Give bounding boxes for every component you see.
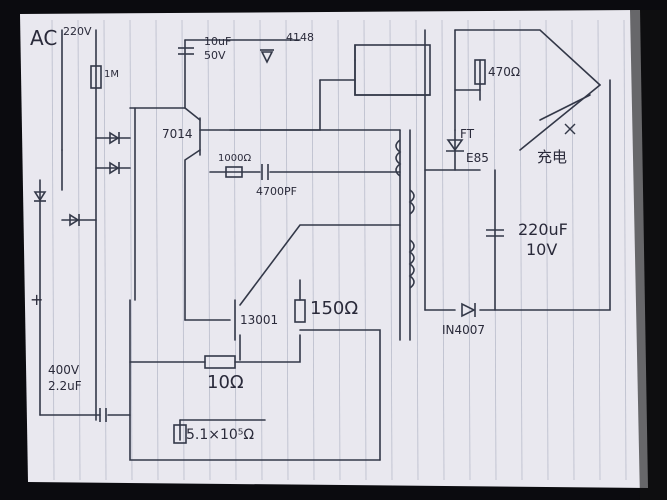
label-150ohm: 150Ω bbox=[310, 298, 359, 319]
led-e85 bbox=[446, 139, 464, 152]
diode-4148 bbox=[260, 51, 274, 64]
label-7014: 7014 bbox=[162, 127, 193, 141]
resistor-150 bbox=[294, 299, 306, 323]
diode-bridge-1 bbox=[109, 131, 120, 145]
components bbox=[33, 44, 504, 444]
diode-4007 bbox=[461, 302, 476, 318]
corner-shadow bbox=[630, 10, 667, 500]
ruled-lines bbox=[51, 19, 627, 481]
label-50v: 50V bbox=[204, 49, 226, 62]
label-220uf: 220uF bbox=[518, 220, 568, 239]
label-220v: 220V bbox=[63, 25, 92, 38]
label-13001: 13001 bbox=[240, 313, 279, 327]
label-10v: 10V bbox=[526, 240, 558, 259]
resistor-10 bbox=[204, 355, 236, 369]
resistor-470 bbox=[474, 59, 486, 85]
label-1m: 1M bbox=[104, 69, 119, 80]
resistor-1m bbox=[90, 65, 102, 89]
switch-cross bbox=[564, 123, 576, 135]
resistor-510k bbox=[173, 424, 187, 444]
label-470ohm: 470Ω bbox=[488, 65, 521, 79]
diode-bridge-2 bbox=[109, 161, 120, 175]
label-4700pf: 4700PF bbox=[256, 185, 297, 198]
label-ac: AC bbox=[30, 26, 58, 50]
label-1000ohm: 1000Ω bbox=[218, 153, 252, 164]
label-400v: 400V bbox=[48, 363, 80, 377]
paper-sheet bbox=[20, 10, 648, 488]
label-10ohm: 10Ω bbox=[207, 372, 244, 393]
label-charge: 充电 bbox=[537, 148, 568, 166]
label-plus: + bbox=[30, 290, 44, 309]
label-e85: E85 bbox=[466, 151, 489, 165]
resistor-1000 bbox=[225, 166, 243, 178]
label-ft: FT bbox=[460, 127, 475, 141]
label-2-2uf: 2.2uF bbox=[48, 379, 82, 393]
wiring bbox=[39, 29, 611, 461]
diode-bridge-4 bbox=[33, 191, 47, 202]
optocoupler bbox=[354, 44, 431, 96]
label-4148: 4148 bbox=[286, 31, 314, 44]
label-in4007: IN4007 bbox=[442, 323, 486, 337]
label-510k: 5.1×10⁵Ω bbox=[186, 427, 255, 443]
diode-bridge-3 bbox=[69, 213, 80, 227]
label-10uf: 10uF bbox=[204, 35, 232, 48]
